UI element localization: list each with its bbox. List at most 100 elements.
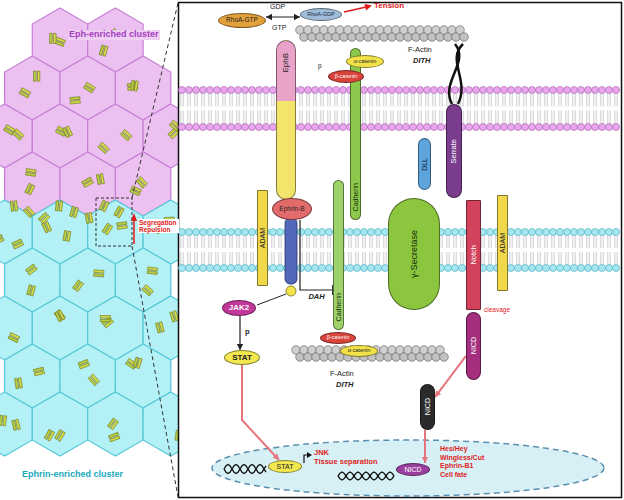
lipid-tail xyxy=(253,235,254,248)
receptor-bar xyxy=(96,174,100,184)
gtpase-oval: RhoA-GTP xyxy=(218,13,266,28)
lipid-tail xyxy=(547,93,548,107)
receptor-glyph xyxy=(82,177,94,187)
lipid-head xyxy=(200,87,207,94)
arrow-head xyxy=(307,452,312,458)
lipid-head xyxy=(361,229,368,236)
lipid-tail xyxy=(481,111,482,125)
lipid-head xyxy=(277,229,284,236)
lipid-tail xyxy=(386,252,387,265)
lipid-tail xyxy=(201,93,202,107)
lipid-head xyxy=(438,124,445,131)
lipid-tail xyxy=(215,111,216,125)
lipid-head xyxy=(312,265,319,272)
lipid-tail xyxy=(393,93,394,107)
receptor-bar xyxy=(55,201,58,211)
lipid-tail xyxy=(516,235,517,248)
lipid-tail xyxy=(614,252,615,265)
lipid-head xyxy=(508,229,515,236)
receptor-bar xyxy=(37,71,40,81)
lipid-tail xyxy=(484,252,485,265)
annotation-label: JNK xyxy=(314,449,329,457)
lipid-tail xyxy=(397,111,398,125)
lipid-head xyxy=(515,229,522,236)
lipid-head xyxy=(543,265,550,272)
receptor-glyph xyxy=(130,80,138,91)
receptor-bar xyxy=(25,264,35,272)
receptor-bar xyxy=(85,213,89,223)
receptor-glyph xyxy=(120,129,132,140)
lipid-head xyxy=(326,265,333,272)
receptor-bar xyxy=(117,222,127,226)
lipid-tail xyxy=(439,93,440,107)
lipid-tail xyxy=(568,235,569,248)
lipid-tail xyxy=(309,235,310,248)
lipid-tail xyxy=(190,93,191,107)
lipid-tail xyxy=(523,235,524,248)
lipid-tail xyxy=(526,111,527,125)
lipid-head xyxy=(312,87,319,94)
receptor-glyph xyxy=(50,33,57,43)
lipid-tail xyxy=(481,235,482,248)
lipid-tail xyxy=(246,93,247,107)
lipid-head xyxy=(389,124,396,131)
lipid-tail xyxy=(222,111,223,125)
lipid-head xyxy=(312,229,319,236)
lipid-tail xyxy=(208,111,209,125)
annotation-label: cleavage xyxy=(484,306,510,313)
lipid-tail xyxy=(572,93,573,107)
lipid-head xyxy=(515,124,522,131)
annotation-label: Ephrin-enriched cluster xyxy=(22,470,123,480)
lipid-head xyxy=(606,87,613,94)
receptor-bar xyxy=(15,378,19,388)
lipid-tail xyxy=(526,252,527,265)
lipid-tail xyxy=(341,93,342,107)
lipid-tail xyxy=(526,235,527,248)
receptor-bar xyxy=(59,201,62,211)
lipid-head xyxy=(487,229,494,236)
lipid-head xyxy=(494,124,501,131)
receptor: Notch xyxy=(466,200,481,310)
lipid-tail xyxy=(239,111,240,125)
lipid-tail xyxy=(488,93,489,107)
receptor-bar xyxy=(34,71,37,81)
lipid-tail xyxy=(348,252,349,265)
lipid-tail xyxy=(236,111,237,125)
lipid-head xyxy=(550,87,557,94)
lipid-tail xyxy=(414,111,415,125)
lipid-head xyxy=(431,124,438,131)
actin-monomer xyxy=(440,353,449,362)
lipid-tail xyxy=(309,111,310,125)
lipid-tail xyxy=(299,93,300,107)
lipid-tail xyxy=(204,111,205,125)
lipid-head xyxy=(326,124,333,131)
lipid-tail xyxy=(281,235,282,248)
protease-complex: γ-Secretase xyxy=(388,198,440,310)
lipid-tail xyxy=(589,235,590,248)
annotation-label: Segregation Repulsion xyxy=(138,219,179,233)
node-label: Serrate xyxy=(450,139,458,164)
lipid-tail xyxy=(386,235,387,248)
connector-line xyxy=(300,220,333,290)
lipid-head xyxy=(242,87,249,94)
lipid-tail xyxy=(540,111,541,125)
receptor-bar xyxy=(42,223,49,233)
lipid-head xyxy=(340,124,347,131)
lipid-head xyxy=(298,87,305,94)
receptor-glyph xyxy=(27,285,36,296)
lipid-head xyxy=(375,229,382,236)
lipid-tail xyxy=(554,93,555,107)
lipid-tail xyxy=(327,93,328,107)
lipid-tail xyxy=(365,252,366,265)
lipid-tail xyxy=(302,235,303,248)
lipid-head xyxy=(557,229,564,236)
connector xyxy=(422,430,428,463)
lipid-head xyxy=(228,124,235,131)
lipid-tail xyxy=(243,111,244,125)
lipid-tail xyxy=(547,111,548,125)
lipid-head xyxy=(508,265,515,272)
lipid-head xyxy=(571,87,578,94)
lipid-tail xyxy=(309,252,310,265)
lipid-head xyxy=(326,229,333,236)
lipid-head xyxy=(319,229,326,236)
